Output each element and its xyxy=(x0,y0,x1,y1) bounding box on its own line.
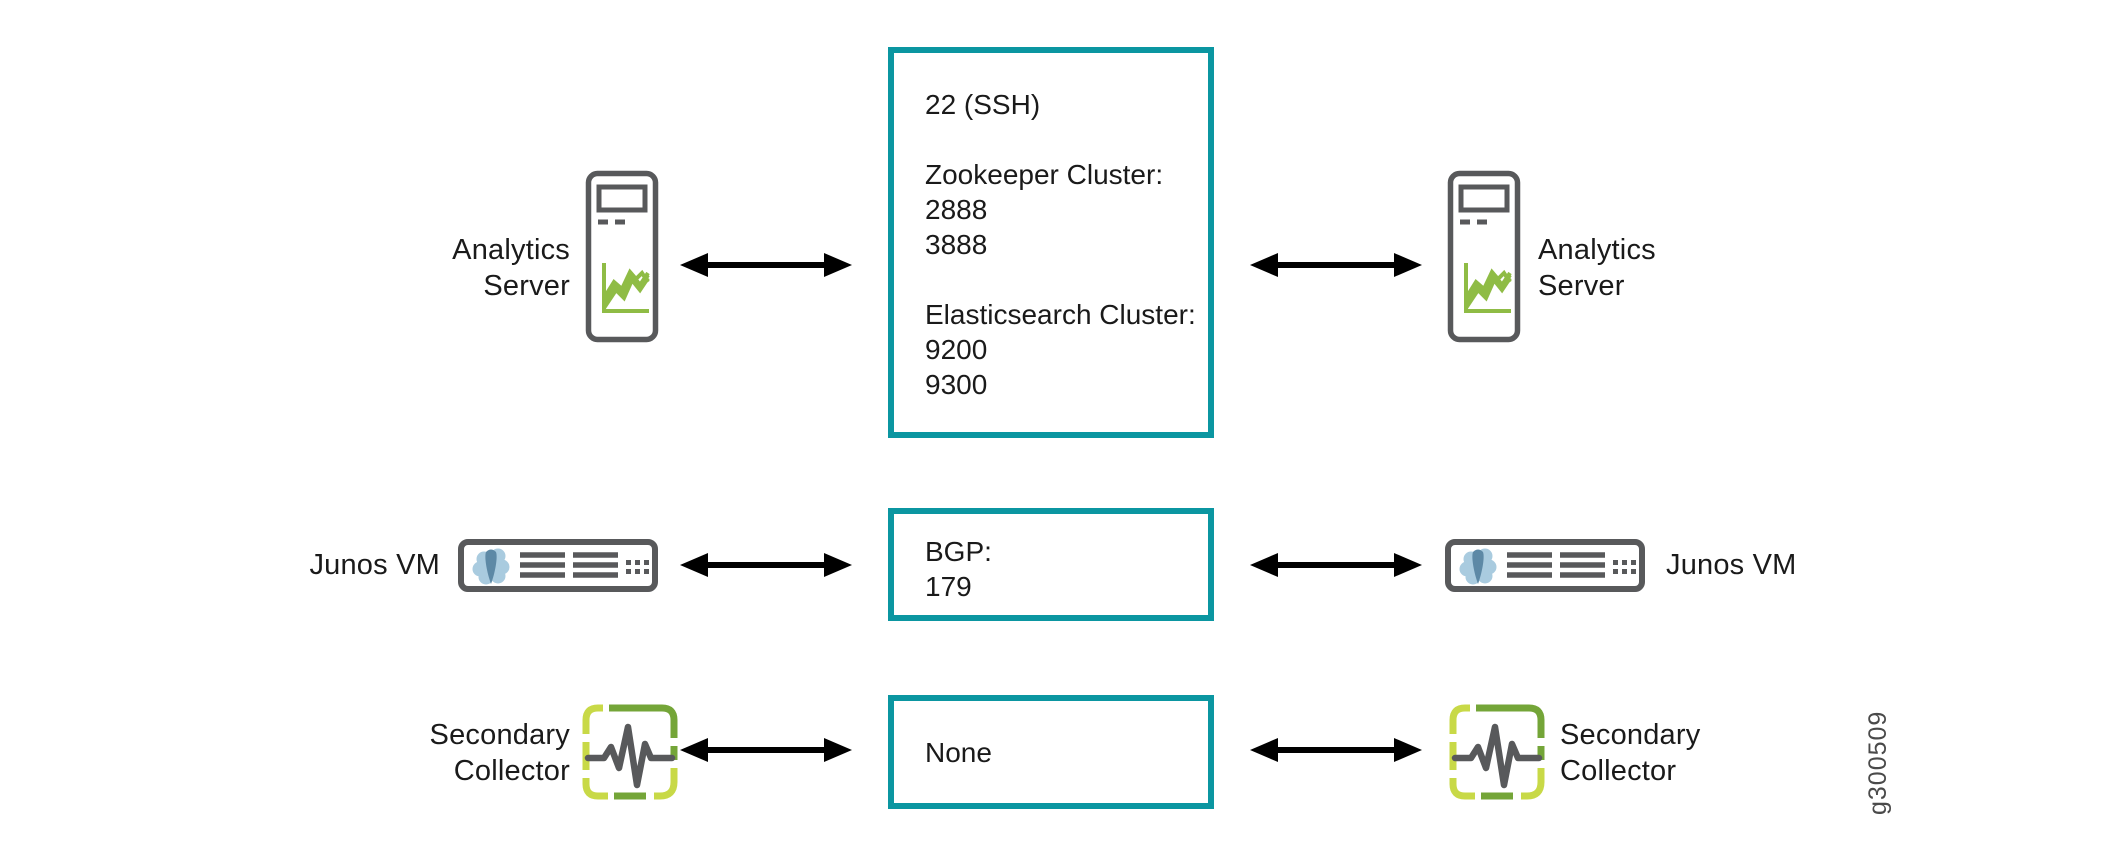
port-line: 9300 xyxy=(925,369,988,400)
secondary-collector-icon xyxy=(578,700,682,809)
port-line: 3888 xyxy=(925,229,988,260)
analytics-server-icon xyxy=(585,170,659,348)
port-line: Zookeeper Cluster: xyxy=(925,159,1164,190)
port-line xyxy=(925,122,1208,157)
double-arrow-icon xyxy=(1250,249,1422,286)
analytics-ports-box: 22 (SSH) Zookeeper Cluster: 2888 3888 El… xyxy=(888,47,1214,438)
bgp-ports-box: BGP: 179 xyxy=(888,508,1214,621)
secondary-collector-label-right: Secondary Collector xyxy=(1560,719,1701,787)
double-arrow-icon xyxy=(680,549,852,586)
secondary-collector-label-left: Secondary Collector xyxy=(429,719,570,787)
double-arrow-icon xyxy=(1250,734,1422,771)
junos-vm-label-right: Junos VM xyxy=(1666,549,1797,581)
port-line: 2888 xyxy=(925,194,988,225)
none-ports-box: None xyxy=(888,695,1214,809)
port-line: Elasticsearch Cluster: xyxy=(925,299,1196,330)
junos-vm-label-left: Junos VM xyxy=(309,549,440,581)
junos-vm-icon xyxy=(458,539,658,597)
port-line: 9200 xyxy=(925,334,988,365)
double-arrow-icon xyxy=(680,249,852,286)
junos-vm-icon xyxy=(1445,539,1645,597)
figure-id-watermark: g300509 xyxy=(1864,710,1892,815)
port-line: BGP: xyxy=(925,536,992,567)
port-line: 22 (SSH) xyxy=(925,89,1041,120)
analytics-server-label-left: Analytics Server xyxy=(452,234,570,302)
analytics-server-label-right: Analytics Server xyxy=(1538,234,1656,302)
analytics-server-icon xyxy=(1447,170,1521,348)
port-line: None xyxy=(925,737,992,768)
secondary-collector-icon xyxy=(1445,700,1549,809)
port-line xyxy=(925,262,1208,297)
port-line: 179 xyxy=(925,571,972,602)
double-arrow-icon xyxy=(680,734,852,771)
double-arrow-icon xyxy=(1250,549,1422,586)
